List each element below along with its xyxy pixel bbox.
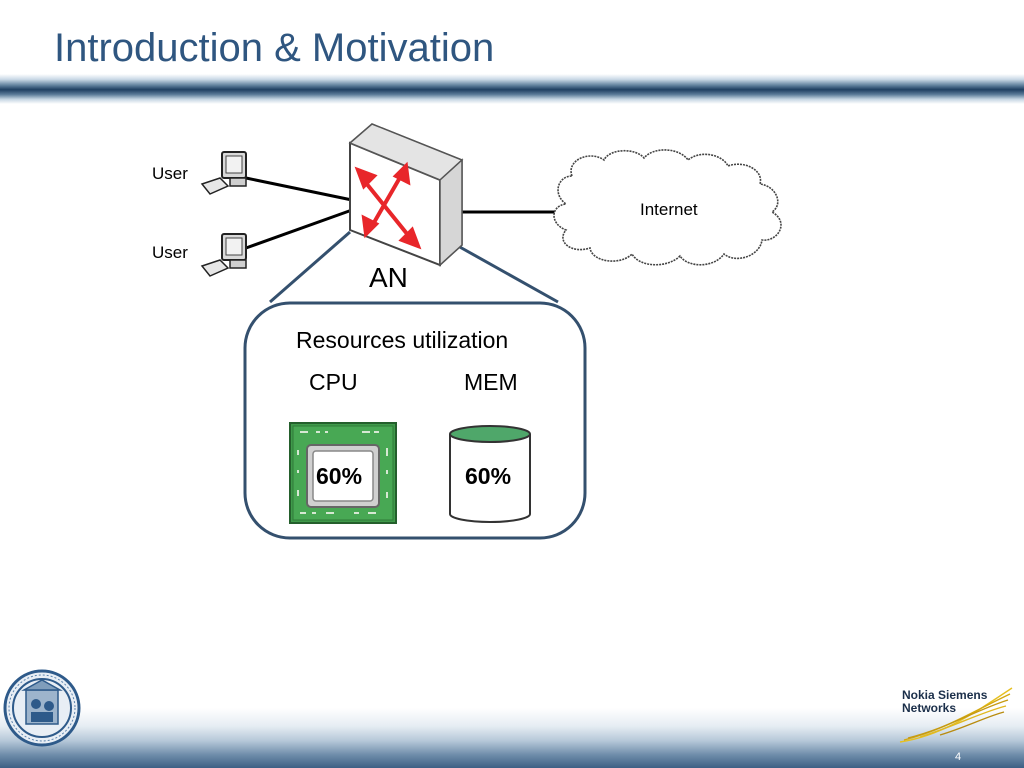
access-node-label: AN (369, 262, 408, 293)
university-seal-logo (3, 669, 81, 747)
memory-cylinder-icon (449, 425, 531, 523)
zoom-line-right (457, 244, 559, 304)
resources-heading: Resources utilization (296, 327, 509, 353)
computer-icon (200, 151, 247, 195)
zoom-line-left (269, 230, 351, 304)
user1-link (245, 176, 353, 202)
mem-utilization-value: 60% (465, 463, 512, 489)
access-node-icon (348, 123, 464, 267)
cpu-label: CPU (309, 369, 358, 395)
slide-title: Introduction & Motivation (54, 26, 495, 70)
header-band (0, 74, 1024, 104)
brand-swoosh-logo (899, 687, 1013, 743)
brand-line2: Networks (902, 701, 957, 715)
mem-label: MEM (464, 369, 518, 395)
brand-line1: Nokia Siemens (902, 688, 988, 702)
cpu-chip-icon (289, 422, 397, 524)
cpu-utilization-value: 60% (316, 463, 363, 489)
footer-band (0, 708, 1024, 768)
internet-label: Internet (640, 200, 698, 219)
page-number: 4 (955, 751, 962, 763)
user2-link (245, 208, 353, 250)
internet-cloud-icon (553, 149, 782, 266)
computer-icon (200, 233, 247, 277)
brand-logo-text: Nokia Siemens Networks (902, 689, 987, 715)
switch-arrows-icon (354, 161, 422, 250)
user-label: User (152, 243, 188, 262)
user-label: User (152, 164, 188, 183)
